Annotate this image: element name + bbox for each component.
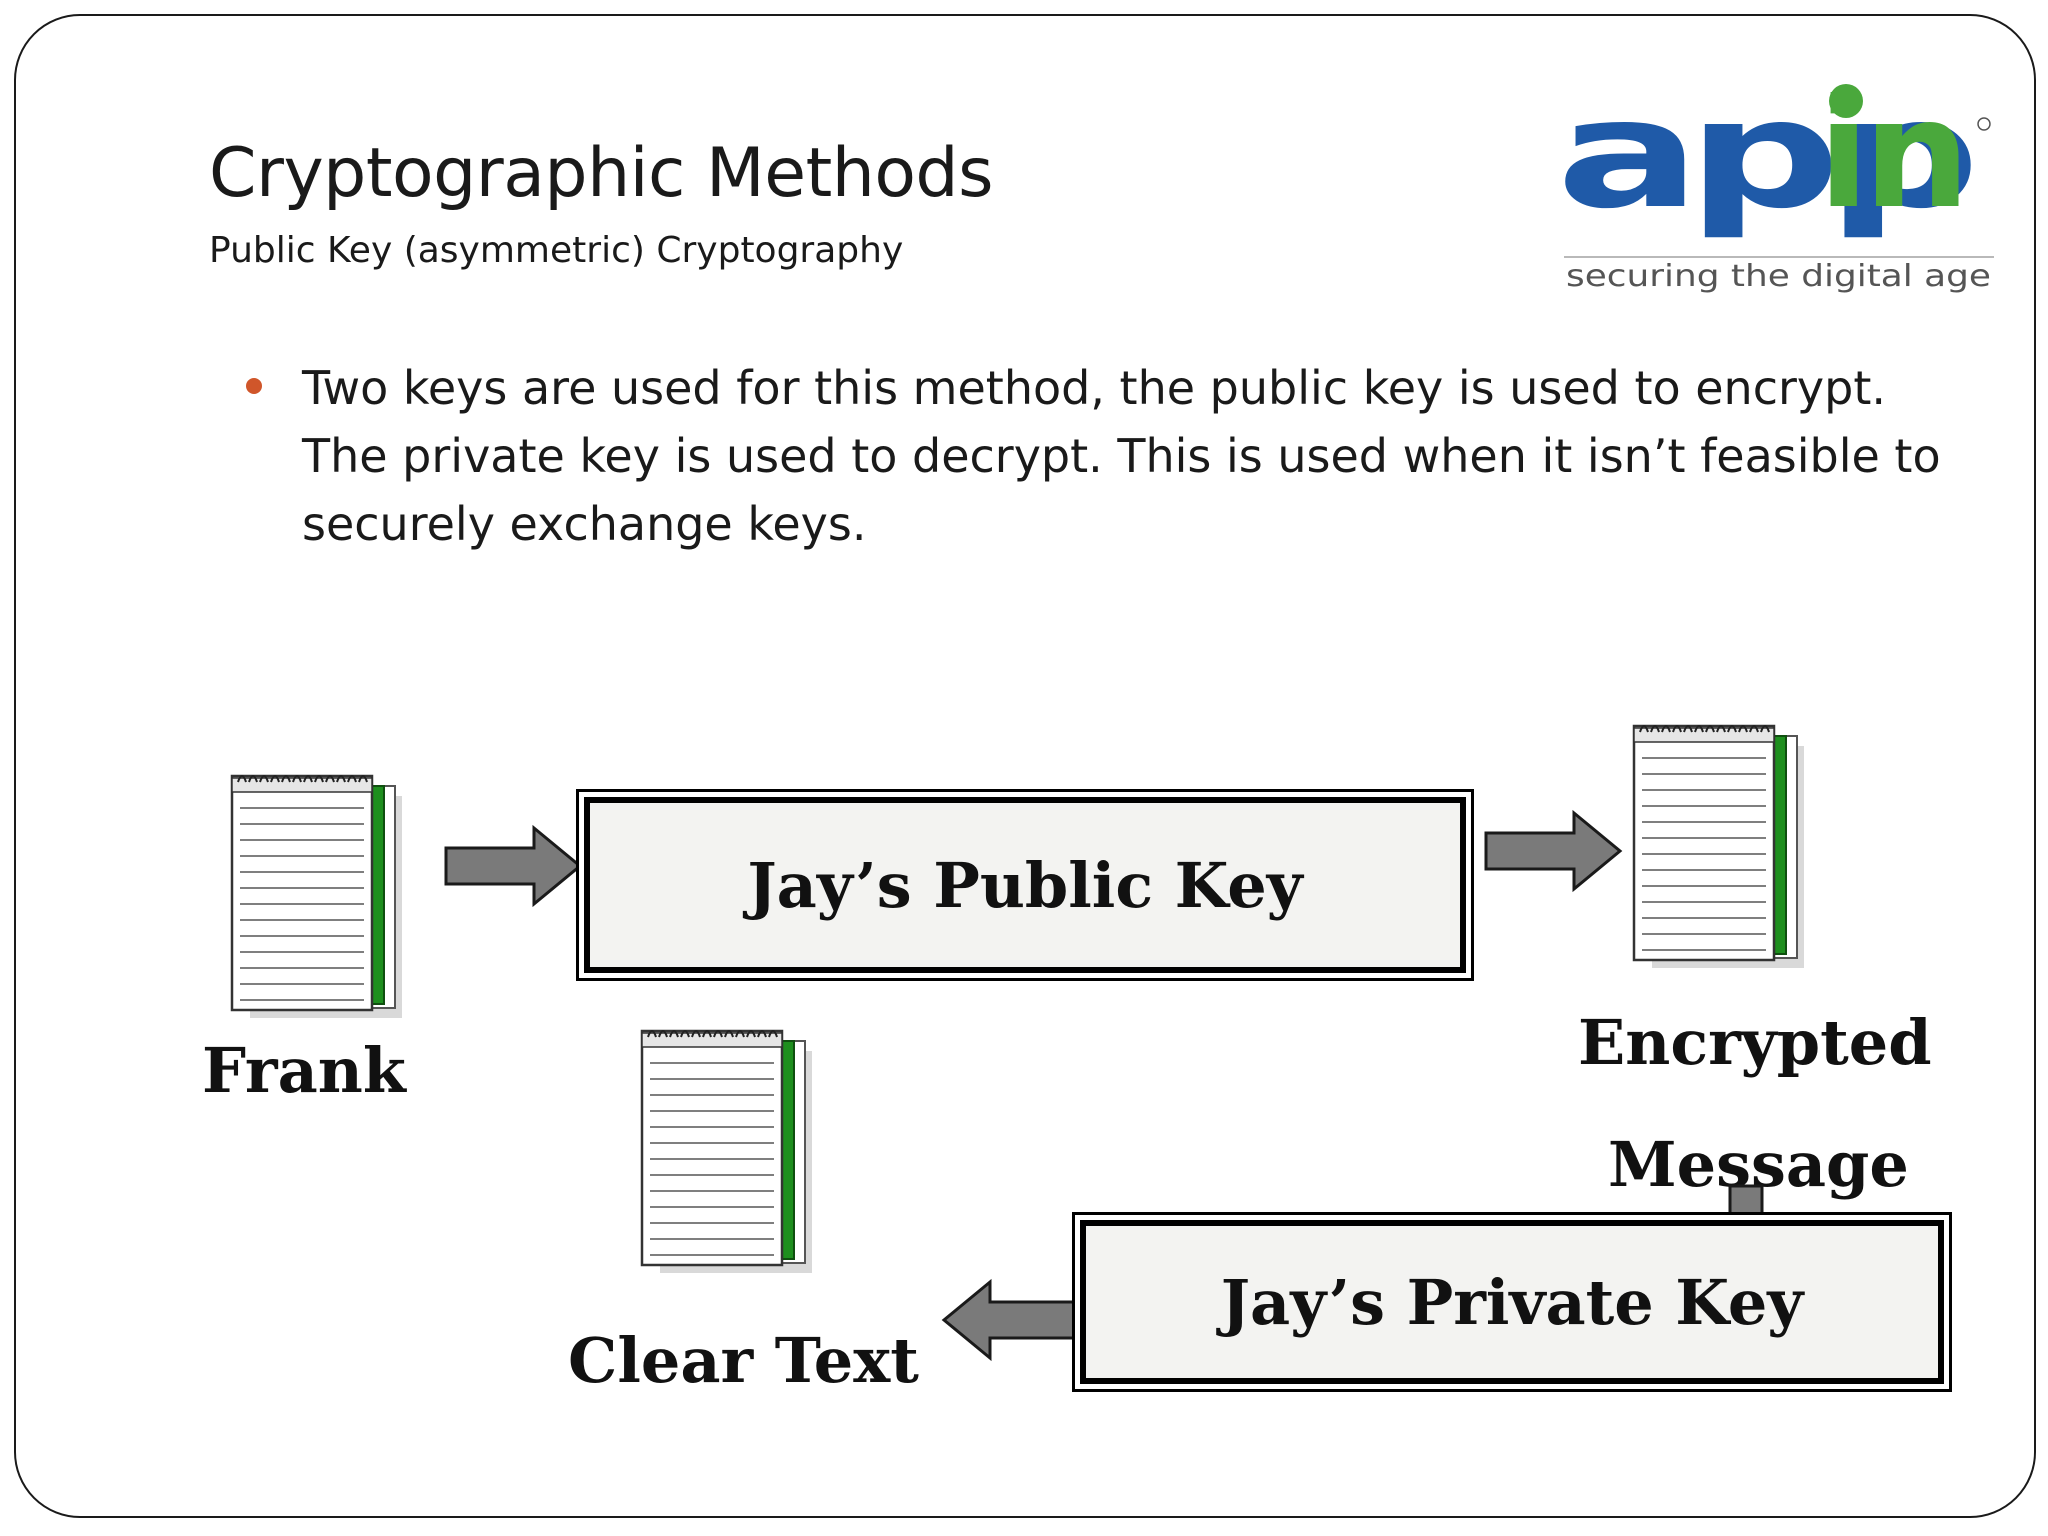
- bullet-text: Two keys are used for this method, the p…: [302, 361, 1941, 551]
- clear-text-label: Clear Text: [568, 1324, 919, 1397]
- slide-subtitle: Public Key (asymmetric) Cryptography: [209, 230, 904, 271]
- public-key-box: Jay’s Public Key: [576, 789, 1474, 981]
- encrypted-label-line1: Encrypted: [1578, 1006, 1932, 1079]
- arrow-left-icon: [940, 1278, 1080, 1362]
- notepad-icon: [638, 1019, 828, 1279]
- private-key-label: Jay’s Private Key: [1080, 1220, 1944, 1384]
- sender-label: Frank: [202, 1034, 406, 1107]
- public-key-label: Jay’s Public Key: [584, 797, 1466, 973]
- arrow-right-icon: [444, 824, 584, 908]
- notepad-icon: [1630, 714, 1820, 974]
- slide: Cryptographic Methods Public Key (asymme…: [14, 14, 2036, 1518]
- notepad-icon: [228, 764, 418, 1024]
- logo-tagline: securing the digital age: [1566, 259, 1991, 294]
- bullet-marker: [246, 378, 262, 394]
- arrow-right-icon: [1484, 809, 1624, 893]
- slide-title: Cryptographic Methods: [209, 134, 994, 213]
- appin-logo: app in securing the digital age: [1556, 76, 2006, 306]
- private-key-box: Jay’s Private Key: [1072, 1212, 1952, 1392]
- svg-text:app: app: [1556, 76, 1971, 242]
